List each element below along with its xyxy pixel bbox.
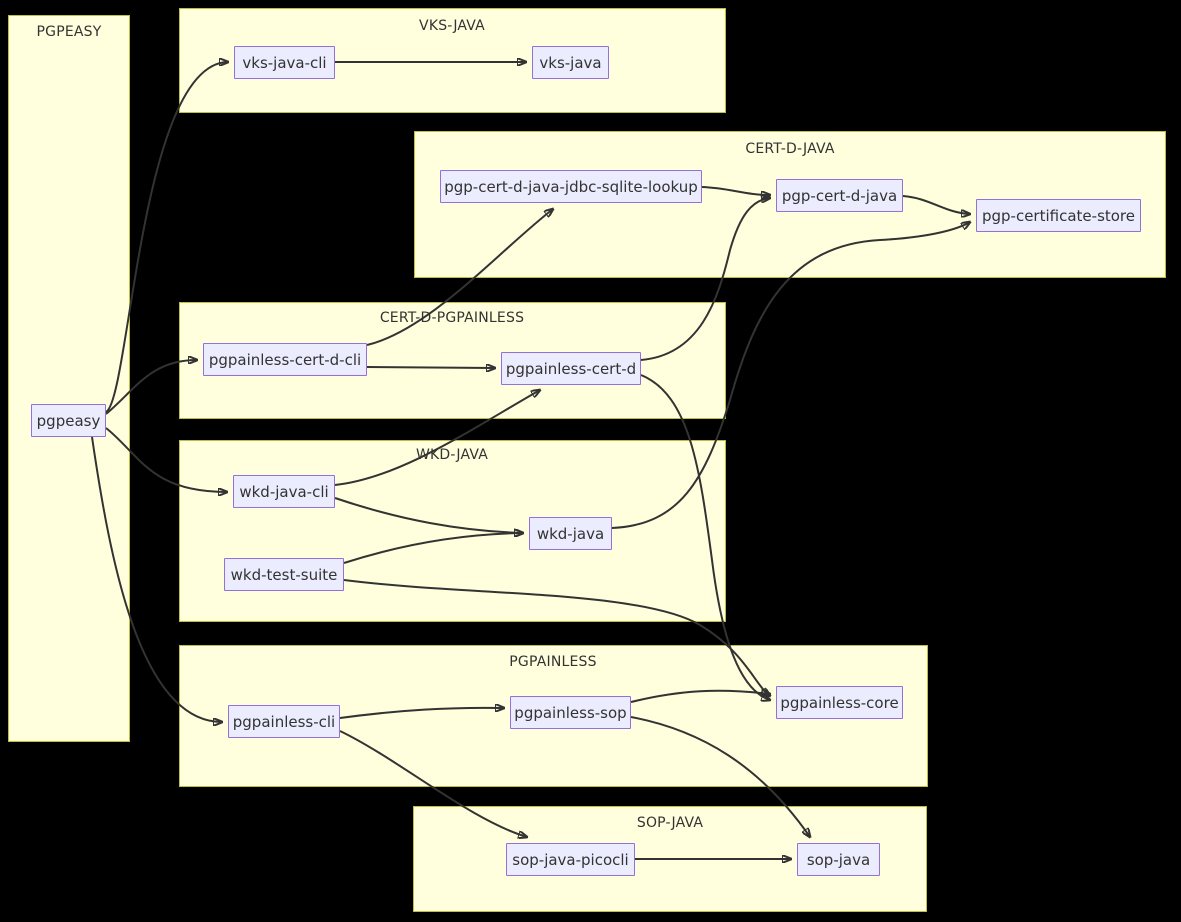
cluster-label-sop-java: SOP-JAVA [636,815,704,831]
node-wkd-java-cli[interactable]: wkd-java-cli [233,475,335,508]
node-pgpeasy[interactable]: pgpeasy [31,404,106,437]
node-sop-java[interactable]: sop-java [797,843,880,876]
cluster-pgpeasy [8,15,130,742]
node-wkd-test-suite[interactable]: wkd-test-suite [224,558,344,591]
node-pgpainless-core[interactable]: pgpainless-core [776,686,903,719]
cluster-label-cert-d-pgpainless: CERT-D-PGPAINLESS [379,310,525,326]
node-wkd-java[interactable]: wkd-java [529,517,612,550]
node-sop-java-picocli[interactable]: sop-java-picocli [506,843,635,876]
node-pgp-certificate-store[interactable]: pgp-certificate-store [976,199,1141,232]
node-pgp-cert-d-java-jdbc-sqlite-lookup[interactable]: pgp-cert-d-java-jdbc-sqlite-lookup [440,170,702,203]
node-pgpainless-sop[interactable]: pgpainless-sop [510,696,631,729]
cluster-label-pgpeasy: PGPEASY [36,24,102,40]
cluster-label-pgpainless: PGPAINLESS [509,654,597,670]
node-pgpainless-cert-d-cli[interactable]: pgpainless-cert-d-cli [203,343,367,376]
cluster-label-vks-java: VKS-JAVA [419,18,485,34]
cluster-wkd-java [179,440,726,622]
node-vks-java-cli[interactable]: vks-java-cli [234,46,335,79]
node-pgp-cert-d-java[interactable]: pgp-cert-d-java [776,179,903,212]
node-vks-java[interactable]: vks-java [532,46,609,79]
cluster-label-cert-d-java: CERT-D-JAVA [745,141,835,157]
node-pgpainless-cli[interactable]: pgpainless-cli [228,705,340,738]
cluster-label-wkd-java: WKD-JAVA [415,447,489,463]
node-pgpainless-cert-d[interactable]: pgpainless-cert-d [501,352,641,385]
